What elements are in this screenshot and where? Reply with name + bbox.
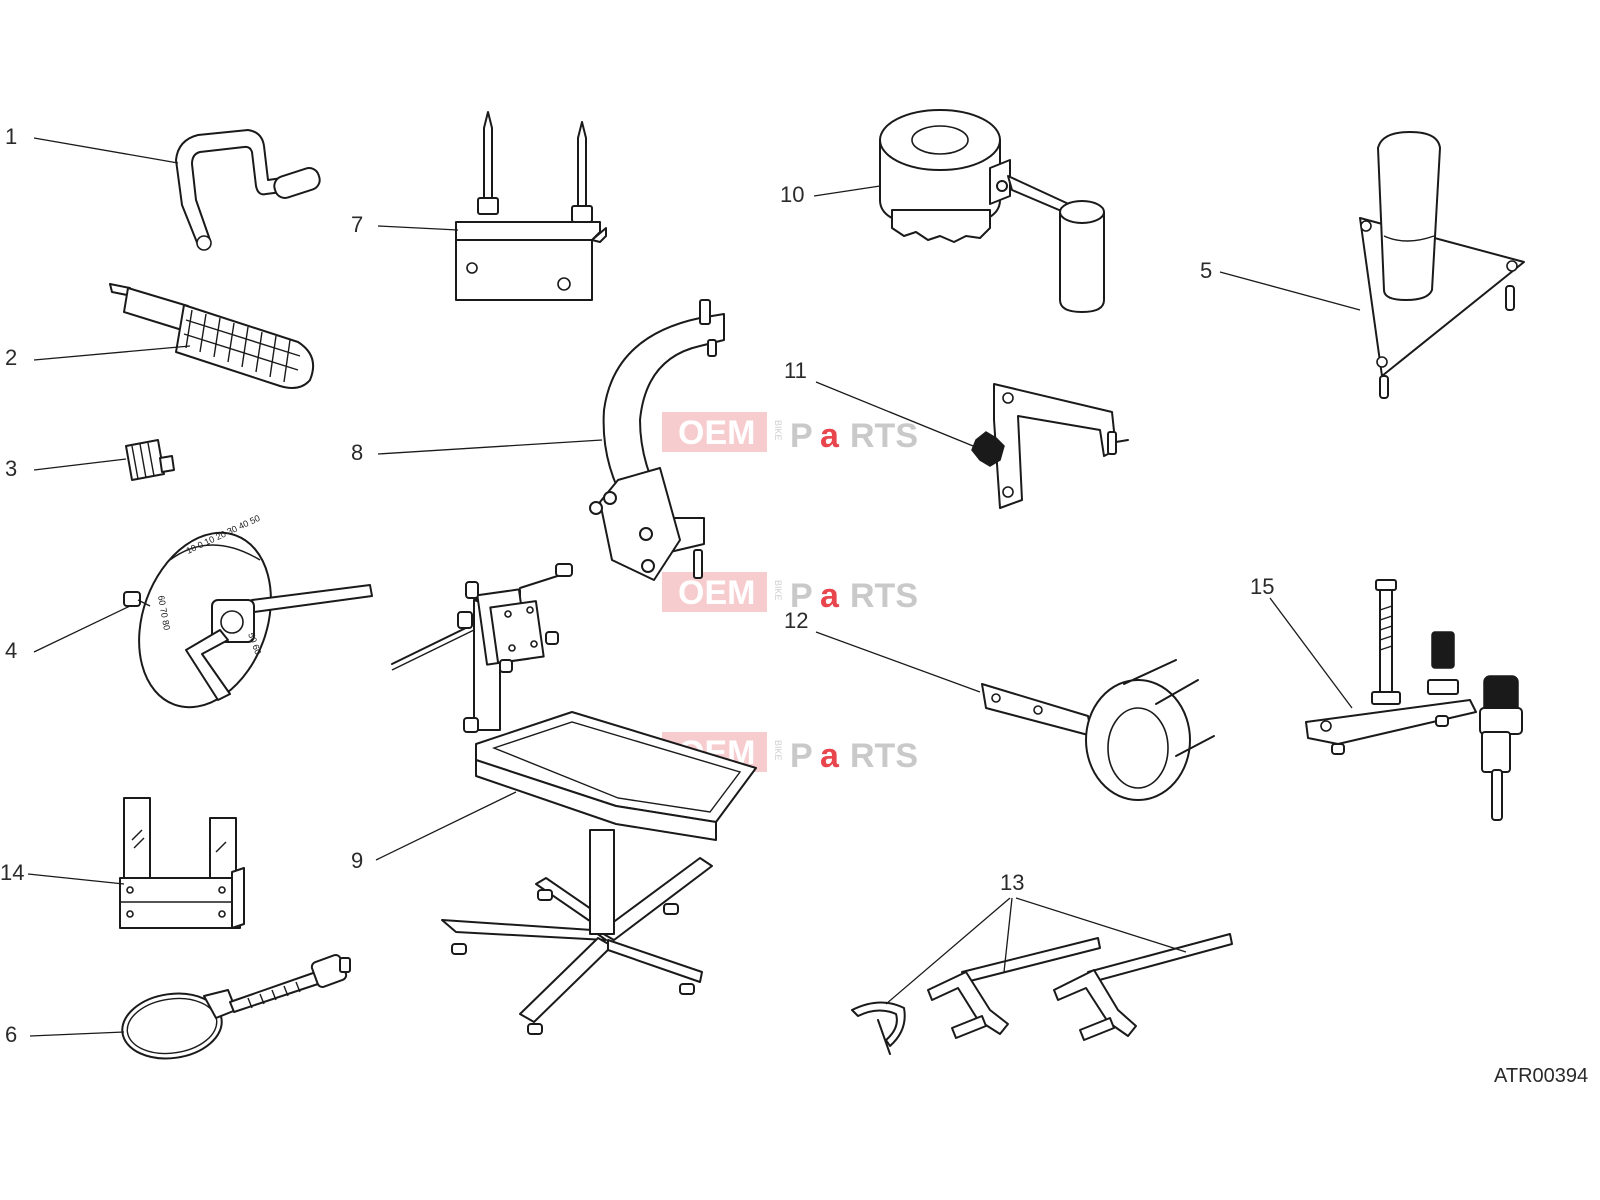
callout-5: 5 [1200, 258, 1212, 283]
leader-4 [33, 605, 131, 653]
leader-8 [377, 439, 603, 455]
callout-14: 14 [0, 860, 24, 885]
callout-2: 2 [5, 345, 17, 370]
svg-text:RTS: RTS [850, 417, 918, 455]
leader-14 [27, 873, 125, 885]
leader-6 [29, 1031, 125, 1037]
tool-9-engine-stand [391, 563, 757, 1035]
svg-text:BIKE: BIKE [773, 580, 783, 601]
callout-9: 9 [351, 848, 363, 873]
leaders-13 [885, 897, 1187, 1005]
tool-13-pin-spanners [851, 933, 1233, 1055]
leader-11 [815, 381, 979, 449]
leader-15 [1269, 597, 1353, 709]
drawing-reference-code: ATR00394 [1494, 1065, 1588, 1087]
callout-7: 7 [351, 212, 363, 237]
leader-3 [33, 458, 127, 471]
leader-1 [33, 137, 179, 164]
svg-text:OEM: OEM [678, 574, 755, 612]
tool-1-crank [175, 129, 321, 251]
tool-7-pin-fixture [455, 111, 607, 301]
svg-text:BIKE: BIKE [773, 740, 783, 761]
callout-6: 6 [5, 1022, 17, 1047]
tool-2-knurled-puller [109, 283, 314, 389]
callout-13: 13 [1000, 870, 1024, 895]
leader-10 [813, 185, 881, 197]
callout-11: 11 [784, 358, 807, 383]
tool-5-triangle-base [1359, 131, 1525, 399]
watermark-2: OEM BIKE P a RTS [662, 572, 918, 615]
svg-text:BIKE: BIKE [773, 420, 783, 441]
tool-12-pin-wrench [981, 659, 1215, 801]
leader-5 [1219, 271, 1361, 311]
callout-8: 8 [351, 440, 363, 465]
svg-text:a: a [820, 577, 840, 615]
leader-9 [375, 791, 517, 861]
callout-10: 10 [780, 182, 804, 207]
leader-12 [815, 631, 981, 693]
callout-3: 3 [5, 456, 17, 481]
tool-11-bracket-knob [971, 383, 1129, 509]
svg-text:P: P [790, 577, 813, 615]
callout-15: 15 [1250, 574, 1274, 599]
tool-14-plate-holder [119, 797, 245, 929]
dial-scale-right: 50 60 [246, 631, 263, 656]
leader-2 [33, 345, 191, 361]
dial-scale-left: 60 70 80 [156, 595, 172, 631]
callout-1: 1 [5, 124, 17, 149]
tool-10-flywheel-holder [879, 109, 1105, 313]
dial-scale-top: 10 0 10 20 30 40 50 [185, 513, 262, 556]
tool-8-curved-bracket [589, 299, 725, 581]
svg-text:RTS: RTS [850, 577, 918, 615]
callout-12: 12 [784, 608, 808, 633]
svg-text:OEM: OEM [678, 414, 755, 452]
svg-text:a: a [820, 417, 840, 455]
svg-text:RTS: RTS [850, 737, 918, 775]
svg-text:a: a [820, 737, 840, 775]
svg-text:P: P [790, 737, 813, 775]
leader-7 [377, 225, 459, 231]
tool-15-indicator-support [1305, 579, 1523, 821]
tool-4-degree-wheel: 10 0 10 20 30 40 50 50 60 60 70 80 [123, 513, 373, 709]
tool-6-strap-wrench [121, 954, 351, 1060]
callout-4: 4 [5, 638, 17, 663]
svg-text:P: P [790, 417, 813, 455]
tool-3-knurled-cap [125, 439, 175, 481]
watermark-1: OEM BIKE P a RTS [662, 412, 918, 455]
